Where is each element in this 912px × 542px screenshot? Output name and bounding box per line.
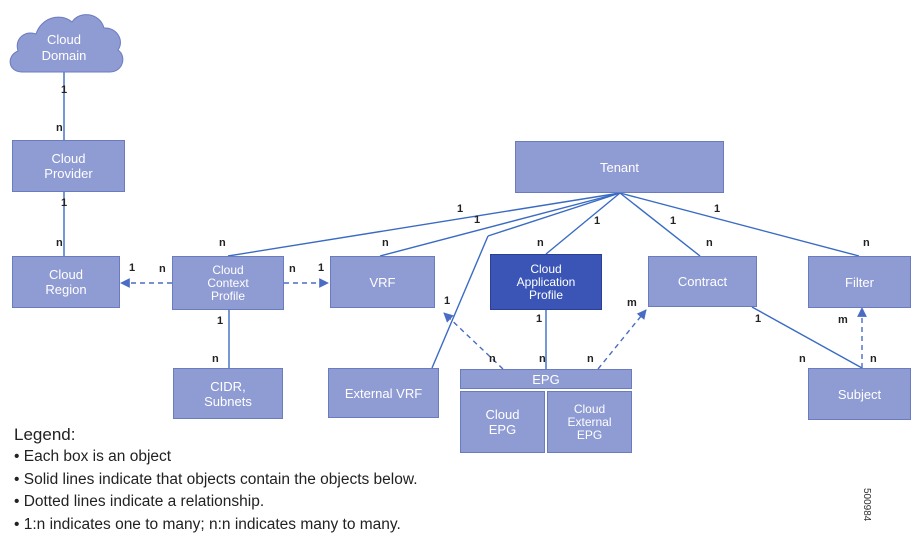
cloud-external-epg-box: Cloud External EPG [547,391,632,453]
filter-box: Filter [808,256,911,308]
card-provider-1: 1 [61,197,68,209]
epg-box: EPG [460,369,632,389]
card-tenant-1-c: 1 [594,215,601,227]
card-filter-n-top: n [863,237,870,249]
tenant-box: Tenant [515,141,724,193]
card-contract-n-top: n [706,237,713,249]
card-context-n-left: n [159,263,166,275]
cloud-context-profile-box: Cloud Context Profile [172,256,284,310]
legend-item: • Each box is an object [14,448,172,465]
card-app-1-bottom: 1 [536,313,543,325]
external-vrf-box: External VRF [328,368,439,418]
line-tenant-filter [619,192,860,257]
card-contract-1-bottom: 1 [755,313,762,325]
cidr-subnets-box: CIDR, Subnets [173,368,283,419]
legend: Legend: • Each box is an object • Solid … [14,424,418,536]
legend-title: Legend: [14,425,76,444]
cloud-region-box: Cloud Region [12,256,120,308]
contract-box: Contract [648,256,757,307]
card-region-n: n [56,237,63,249]
card-app-n-top: n [537,237,544,249]
card-epg-n-a: n [489,353,496,365]
card-context-n-top: n [219,237,226,249]
card-tenant-1-b: 1 [474,214,481,226]
card-epg-n-b: n [539,353,546,365]
legend-item: • 1:n indicates one to many; n:n indicat… [14,515,401,533]
card-subject-n-b: n [870,353,877,365]
line-tenant-vrf [379,192,621,257]
card-context-n-right: n [289,263,296,275]
card-subject-n-a: n [799,353,806,365]
card-cidr-n: n [212,353,219,365]
cloud-domain-label: Cloud Domain [41,32,87,63]
card-filter-m: m [838,314,848,326]
figure-id: 500984 [861,488,872,522]
legend-item: • Dotted lines indicate a relationship. [14,493,265,510]
card-vrf-1-left: 1 [318,262,325,274]
card-domain-1: 1 [61,84,68,96]
card-tenant-1-d: 1 [670,215,677,227]
line-tenant-extvrf [487,192,621,237]
rel-epg-vrf [443,312,504,370]
vrf-box: VRF [330,256,435,308]
line-tenant-contract [619,192,701,257]
cloud-application-profile-box: Cloud Application Profile [490,254,602,310]
line-contract-subject [751,306,863,369]
cloud-provider-box: Cloud Provider [12,140,125,192]
cloud-shape [9,14,124,73]
card-cidr-1: 1 [217,315,224,327]
card-vrf-1-bottom: 1 [444,295,451,307]
cloud-epg-box: Cloud EPG [460,391,545,453]
line-extvrf-down [431,235,489,369]
card-provider-n: n [56,122,63,134]
card-region-1: 1 [129,262,136,274]
rel-epg-contract [597,309,647,370]
card-tenant-1-e: 1 [714,203,721,215]
card-epg-n-c: n [587,353,594,365]
card-tenant-1-a: 1 [457,203,464,215]
card-contract-m: m [627,297,637,309]
legend-item: • Solid lines indicate that objects cont… [14,470,418,488]
line-tenant-context [227,192,621,257]
card-vrf-n-top: n [382,237,389,249]
line-tenant-app [545,192,621,255]
subject-box: Subject [808,368,911,420]
